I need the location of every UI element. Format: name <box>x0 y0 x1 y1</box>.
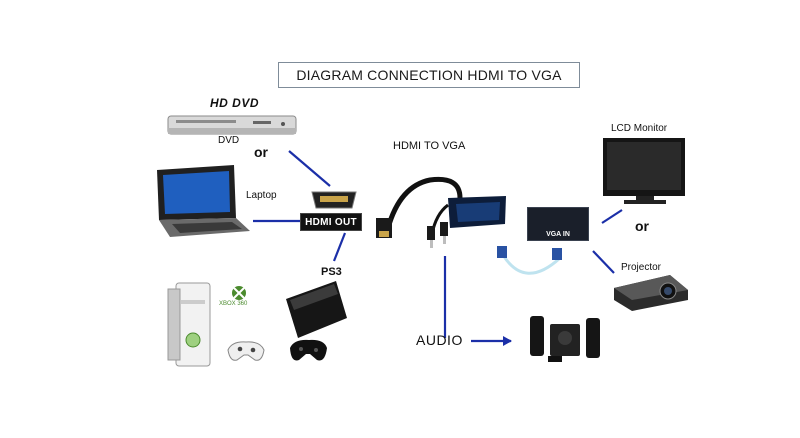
audio-label: AUDIO <box>416 332 463 348</box>
dvd-player <box>167 115 297 135</box>
ps3-console <box>286 281 347 338</box>
or-label-right: or <box>635 218 649 234</box>
xbox-logo-text: XBOX 360 <box>219 301 248 307</box>
projector-label: Projector <box>621 262 662 273</box>
xbox-controller <box>227 341 265 361</box>
or-label-left: or <box>254 144 268 160</box>
xbox-logo <box>232 286 246 300</box>
title-text: DIAGRAM CONNECTION HDMI TO VGA <box>296 67 562 83</box>
dvd-label: DVD <box>218 135 240 146</box>
lcd-monitor <box>603 138 685 204</box>
lcd-monitor-label: LCD Monitor <box>611 123 668 134</box>
hdmi-to-vga-adapter <box>376 176 506 248</box>
projector <box>614 275 688 311</box>
ps3-label: PS3 <box>321 266 342 278</box>
vga-cable <box>497 246 562 275</box>
line-ps3-to-hdmi <box>332 232 347 262</box>
hdmi-port <box>311 191 357 209</box>
connector-lines <box>253 150 623 343</box>
hdmi-to-vga-label: HDMI TO VGA <box>393 140 466 152</box>
diagram-title: DIAGRAM CONNECTION HDMI TO VGA <box>278 62 580 88</box>
hdmi-out-label: HDMI OUT <box>300 213 362 231</box>
vga-in-panel: VGA IN <box>527 207 589 241</box>
speakers <box>530 316 600 362</box>
ps3-controller <box>290 339 327 361</box>
line-vga-to-projector <box>592 250 615 274</box>
vga-in-label: VGA IN <box>546 231 570 238</box>
xbox-console <box>167 282 211 367</box>
audio-arrowhead <box>503 336 512 346</box>
line-dvd-to-hdmi <box>288 150 331 187</box>
hd-dvd-logo: HD DVD <box>210 96 260 110</box>
laptop-label: Laptop <box>246 190 277 201</box>
laptop <box>157 165 250 237</box>
line-vga-to-monitor <box>601 209 623 224</box>
